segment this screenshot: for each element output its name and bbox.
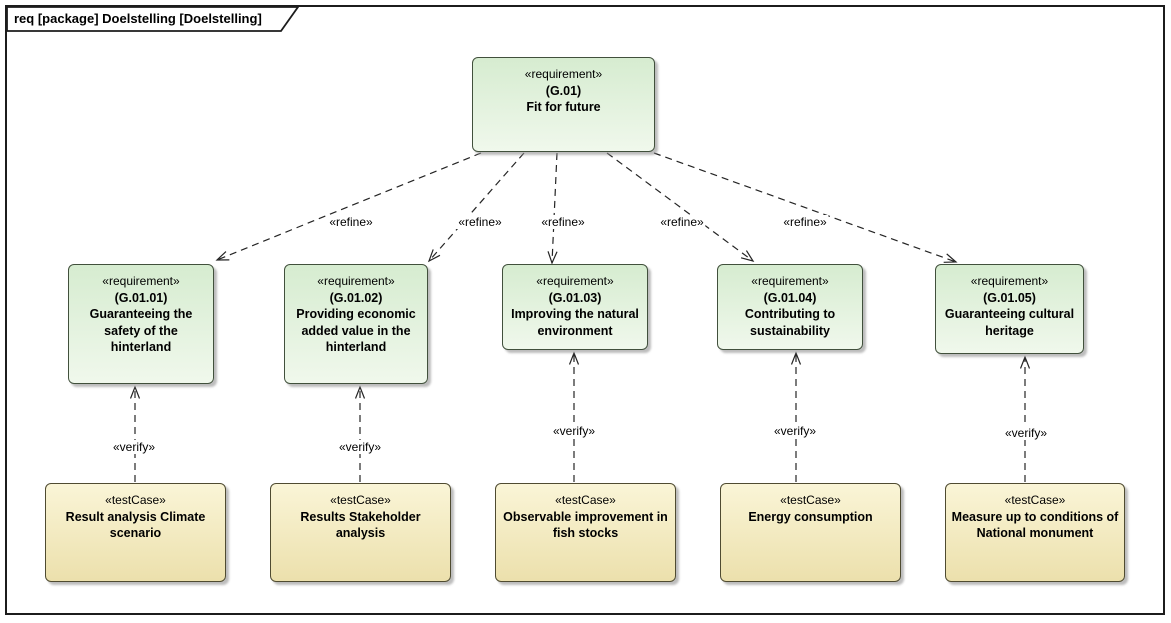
refine-edge-5[interactable] xyxy=(653,152,956,262)
requirement-id: (G.01.04) xyxy=(763,290,817,305)
stereotype-label: «requirement» xyxy=(751,274,829,288)
requirement-box-g01[interactable]: «requirement» (G.01) Fit for future xyxy=(472,57,655,152)
frame-title: req [package] Doelstelling [Doelstelling… xyxy=(14,11,262,26)
testcase-name: Energy consumption xyxy=(748,509,873,524)
stereotype-label: «requirement» xyxy=(524,67,603,81)
refine-edge-label[interactable]: «refine» xyxy=(456,215,504,229)
testcase-name: Result analysis Climate scenario xyxy=(65,509,206,541)
verify-edge-label[interactable]: «verify» xyxy=(550,424,598,438)
refine-edge-3[interactable] xyxy=(552,152,558,263)
verify-edge-label[interactable]: «verify» xyxy=(771,424,819,438)
requirement-name: Providing economic added value in the hi… xyxy=(296,307,416,354)
testcase-name: Observable improvement in fish stocks xyxy=(503,509,668,541)
stereotype-label: «testCase» xyxy=(780,493,841,507)
requirement-box-g01-02[interactable]: «requirement» (G.01.02) Providing econom… xyxy=(284,264,428,384)
testcase-box-4[interactable]: «testCase» Energy consumption xyxy=(720,483,901,582)
stereotype-label: «requirement» xyxy=(970,274,1049,288)
requirement-name: Fit for future xyxy=(526,100,601,114)
requirement-box-g01-01[interactable]: «requirement» (G.01.01) Guaranteeing the… xyxy=(68,264,214,384)
verify-edge-label[interactable]: «verify» xyxy=(336,440,384,454)
requirement-id: (G.01.05) xyxy=(983,290,1036,305)
requirement-box-g01-04[interactable]: «requirement» (G.01.04) Contributing to … xyxy=(717,264,863,350)
requirement-name: Guaranteeing cultural heritage xyxy=(944,307,1075,338)
requirement-name: Guaranteeing the safety of the hinterlan… xyxy=(89,307,193,354)
verify-edge-label[interactable]: «verify» xyxy=(1002,426,1050,440)
stereotype-label: «testCase» xyxy=(555,493,616,507)
refine-edge-4[interactable] xyxy=(606,152,753,261)
testcase-box-1[interactable]: «testCase» Result analysis Climate scena… xyxy=(45,483,226,582)
refine-edge-label[interactable]: «refine» xyxy=(658,215,706,229)
frame-title-tab xyxy=(6,6,300,32)
stereotype-label: «requirement» xyxy=(317,274,395,288)
requirement-id: (G.01.02) xyxy=(329,290,383,305)
requirement-box-g01-03[interactable]: «requirement» (G.01.03) Improving the na… xyxy=(502,264,648,350)
stereotype-label: «testCase» xyxy=(330,493,391,507)
requirement-name: Improving the natural environment xyxy=(511,307,639,338)
testcase-name: Results Stakeholder analysis xyxy=(300,509,421,541)
testcase-name: Measure up to conditions of National mon… xyxy=(951,509,1119,541)
requirement-name: Contributing to sustainability xyxy=(744,307,836,338)
refine-edge-label[interactable]: «refine» xyxy=(781,215,829,229)
requirement-box-g01-05[interactable]: «requirement» (G.01.05) Guaranteeing cul… xyxy=(935,264,1084,354)
stereotype-label: «testCase» xyxy=(105,493,166,507)
refine-edge-label[interactable]: «refine» xyxy=(539,215,587,229)
requirement-id: (G.01.01) xyxy=(114,290,168,305)
stereotype-label: «requirement» xyxy=(536,274,614,288)
requirement-id: (G.01.03) xyxy=(548,290,602,305)
requirement-id: (G.01) xyxy=(545,83,582,98)
testcase-box-5[interactable]: «testCase» Measure up to conditions of N… xyxy=(945,483,1125,582)
refine-edge-label[interactable]: «refine» xyxy=(327,215,375,229)
verify-edge-label[interactable]: «verify» xyxy=(110,440,158,454)
stereotype-label: «testCase» xyxy=(1004,493,1066,507)
testcase-box-3[interactable]: «testCase» Observable improvement in fis… xyxy=(495,483,676,582)
testcase-box-2[interactable]: «testCase» Results Stakeholder analysis xyxy=(270,483,451,582)
stereotype-label: «requirement» xyxy=(102,274,180,288)
